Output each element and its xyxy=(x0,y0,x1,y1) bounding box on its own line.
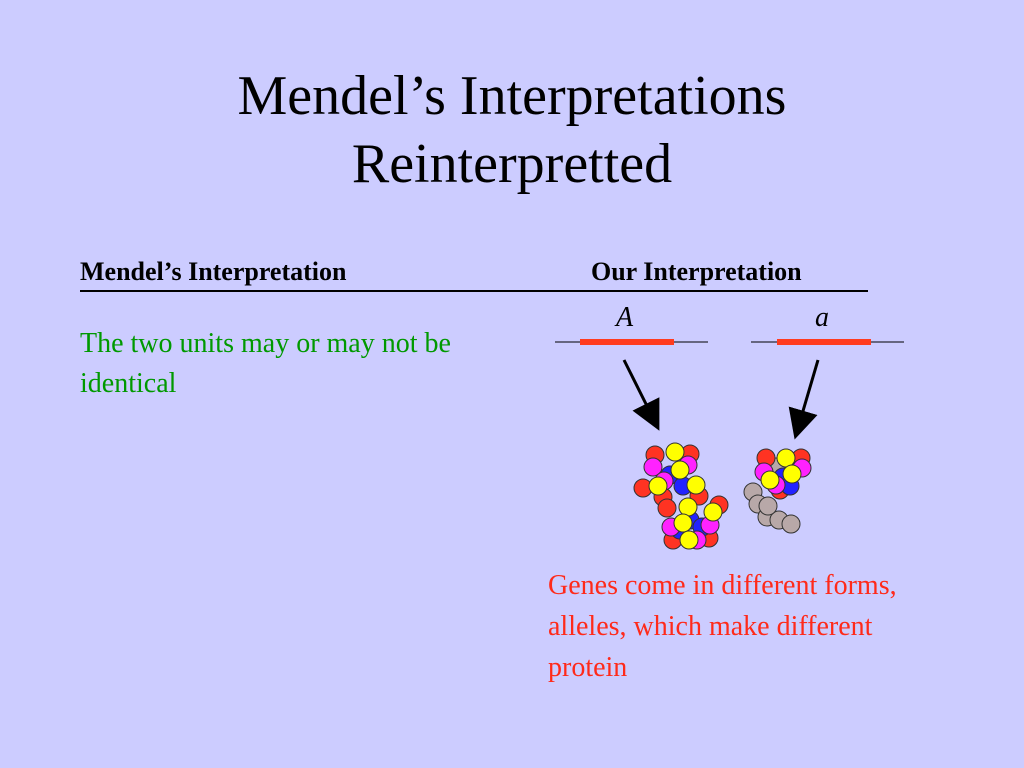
arrow-left xyxy=(622,359,660,431)
protein-a-recessive-icon xyxy=(743,448,812,534)
allele-label-recessive: a xyxy=(815,302,829,333)
allele-label-dominant: A xyxy=(616,302,634,333)
header-underline xyxy=(80,290,868,292)
header-mendels-interpretation: Mendel’s Interpretation xyxy=(80,257,347,286)
alleles-statement: Genes come in different forms, alleles, … xyxy=(548,570,897,683)
header-our-interpretation: Our Interpretation xyxy=(591,257,802,286)
title-line-1: Mendel’s Interpretations xyxy=(237,65,787,127)
protein-a-icon xyxy=(633,442,729,550)
arrow-right xyxy=(788,359,820,440)
mendel-statement: The two units may or may not be identica… xyxy=(80,328,451,399)
slide-title: Mendel’s Interpretations Reinterpretted xyxy=(0,62,1024,198)
title-line-2: Reinterpretted xyxy=(351,133,673,195)
